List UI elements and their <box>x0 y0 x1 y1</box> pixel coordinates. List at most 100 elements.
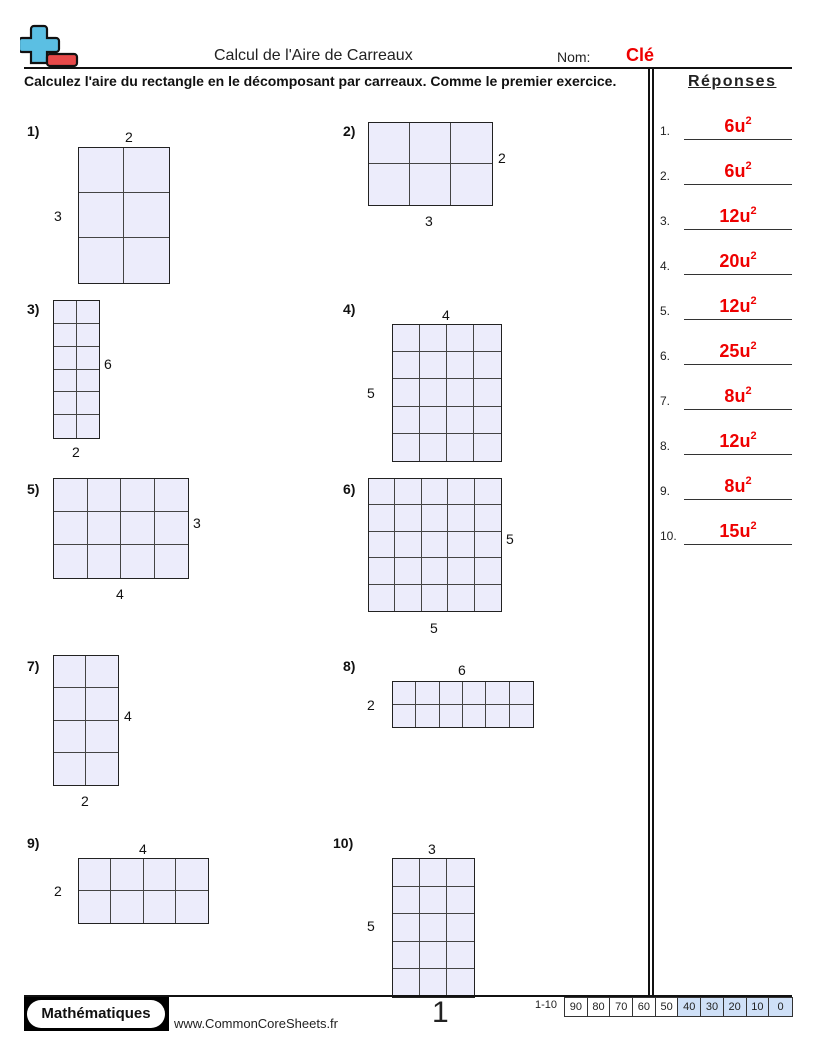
tile <box>54 346 77 370</box>
height-label: 5 <box>506 531 514 547</box>
tile-rectangle <box>53 300 100 439</box>
answer-row: 7.8u2 <box>660 380 792 410</box>
tile <box>79 148 124 193</box>
tile <box>369 164 410 205</box>
tile <box>79 859 112 891</box>
tile <box>439 704 463 727</box>
tile-rectangle <box>368 478 502 612</box>
tile-rectangle <box>53 655 119 786</box>
tile <box>420 859 447 887</box>
answer-row: 6.25u2 <box>660 335 792 365</box>
answer-number: 10. <box>660 529 677 543</box>
answer-number: 6. <box>660 349 671 363</box>
tile <box>447 352 474 380</box>
tile <box>474 325 501 353</box>
answer-column-divider <box>648 69 654 996</box>
tile <box>143 859 176 891</box>
tile <box>393 352 420 380</box>
tile <box>86 688 118 721</box>
tile-rectangle <box>78 147 170 284</box>
tile-rectangle <box>368 122 493 206</box>
width-label: 3 <box>428 841 436 857</box>
answer-value: 12u2 <box>719 205 757 227</box>
width-label: 5 <box>430 620 438 636</box>
tile <box>416 704 440 727</box>
width-label: 2 <box>72 444 80 460</box>
tile <box>421 505 449 532</box>
tile <box>54 656 86 689</box>
answer-row: 8.12u2 <box>660 425 792 455</box>
height-label: 4 <box>124 708 132 724</box>
score-cell: 20 <box>723 998 747 1016</box>
tile <box>86 752 118 785</box>
tile <box>76 346 99 370</box>
answer-value: 15u2 <box>719 520 757 542</box>
height-label: 5 <box>367 385 375 401</box>
tile <box>420 433 447 461</box>
answer-row: 5.12u2 <box>660 290 792 320</box>
answer-line <box>684 409 792 410</box>
tile <box>395 505 422 532</box>
tile <box>54 323 77 347</box>
tile <box>393 433 420 461</box>
tile <box>124 238 169 283</box>
score-cell: 0 <box>769 998 792 1016</box>
tile <box>393 682 417 705</box>
width-label: 3 <box>425 213 433 229</box>
tile <box>54 415 77 438</box>
answer-line <box>684 274 792 275</box>
tile <box>463 682 487 705</box>
tile <box>393 914 420 942</box>
tile <box>54 512 88 545</box>
tile <box>86 656 118 689</box>
tile <box>410 164 451 205</box>
tile <box>76 392 99 416</box>
tile <box>420 914 447 942</box>
answer-value: 12u2 <box>719 430 757 452</box>
tile <box>451 123 492 164</box>
answer-row: 9.8u2 <box>660 470 792 500</box>
brand-badge: Mathématiques <box>24 997 169 1031</box>
tile <box>369 479 396 506</box>
answer-line <box>684 364 792 365</box>
tile <box>447 941 474 970</box>
tile <box>393 886 420 915</box>
answer-number: 9. <box>660 484 671 498</box>
tile <box>121 479 155 512</box>
tile <box>420 969 447 997</box>
tile <box>87 512 121 545</box>
tile <box>175 891 208 923</box>
tile <box>393 406 420 434</box>
tile <box>474 352 501 380</box>
name-label: Nom: <box>557 49 591 65</box>
worksheet-title: Calcul de l'Aire de Carreaux <box>214 47 413 64</box>
tile <box>79 238 124 283</box>
tile <box>54 688 86 721</box>
score-cell: 50 <box>655 998 679 1016</box>
score-cell: 70 <box>610 998 634 1016</box>
width-label: 2 <box>81 793 89 809</box>
tile <box>439 682 463 705</box>
width-label: 4 <box>442 307 450 323</box>
answer-row: 3.12u2 <box>660 200 792 230</box>
tile <box>447 406 474 434</box>
tile <box>393 941 420 970</box>
height-label: 2 <box>498 150 506 166</box>
tile-rectangle <box>392 681 534 728</box>
height-label: 6 <box>104 356 112 372</box>
answer-line <box>684 229 792 230</box>
answer-row: 10. 15u2 <box>660 515 792 545</box>
problem-number: 1) <box>27 123 40 139</box>
score-cell: 90 <box>565 998 588 1016</box>
tile <box>76 323 99 347</box>
tile <box>463 704 487 727</box>
tile <box>395 531 422 559</box>
tile <box>486 704 510 727</box>
score-cell: 40 <box>678 998 702 1016</box>
score-range-label: 1-10 <box>535 999 558 1011</box>
tile <box>420 379 447 407</box>
tile <box>474 505 501 532</box>
tile <box>447 379 474 407</box>
tile <box>420 886 447 915</box>
answer-line <box>684 454 792 455</box>
